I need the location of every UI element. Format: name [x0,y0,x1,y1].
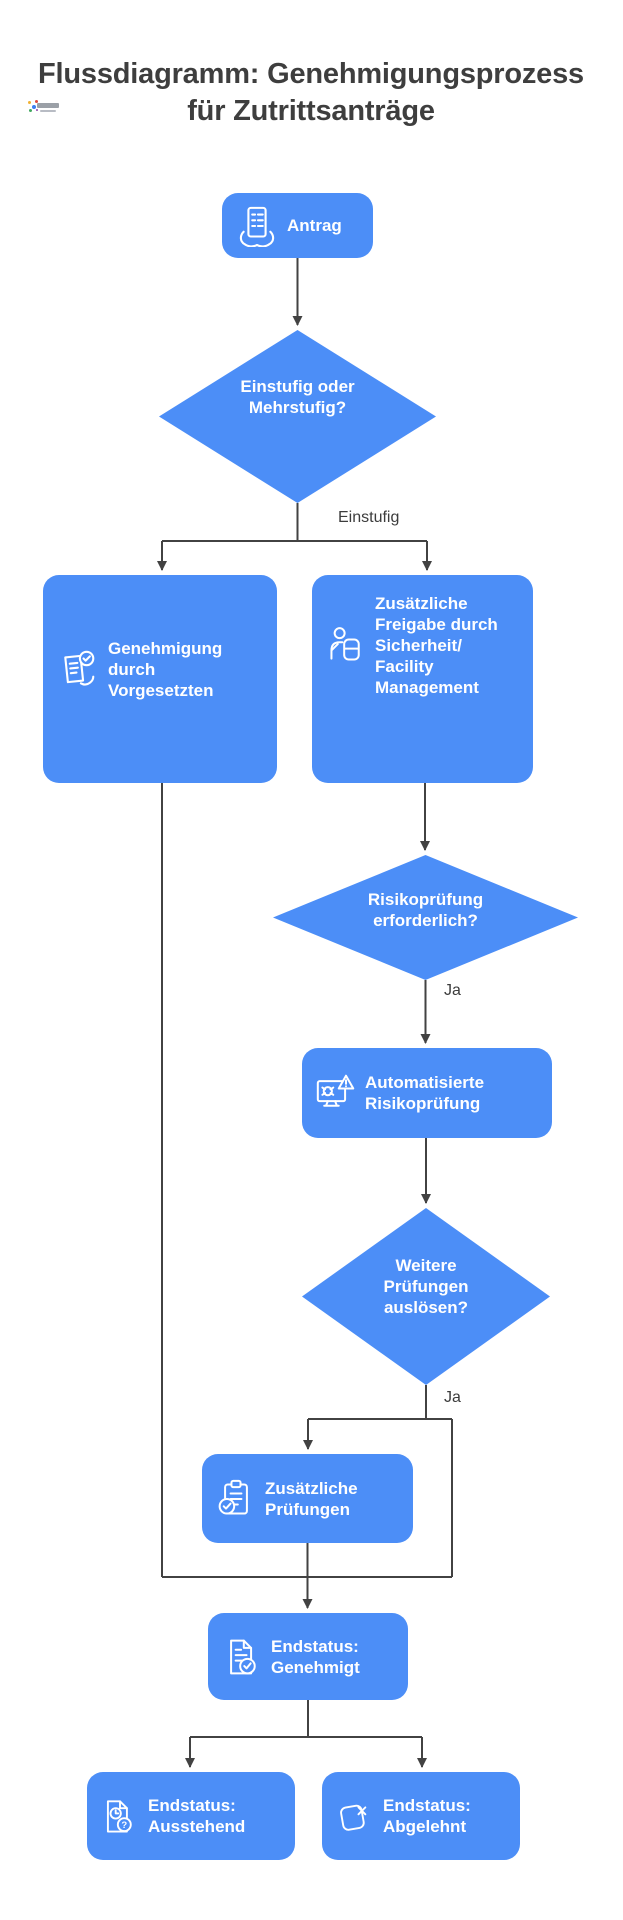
approval-document-hand-icon [57,648,99,690]
document-check-icon [222,1637,262,1677]
clipboard-checklist-icon [216,1479,256,1519]
page-title: Flussdiagramm: Genehmigungsprozess für Z… [38,58,584,127]
edge-label-einstufig: Einstufig [338,509,400,526]
node-zusaetzliche-pruefungen-label: Zusätzliche Prüfungen [265,1478,358,1519]
node-zusaetzliche-pruefungen: Zusätzliche Prüfungen [202,1454,413,1543]
node-genehmigung-vorgesetzte-label: Genehmigung durch Vorgesetzten [108,638,223,700]
edge-label-ja-weitere: Ja [444,1389,461,1406]
node-automatisierte-risikopruefung: Automatisierte Risikoprüfung [302,1048,552,1138]
node-freigabe-sicherheit: Zusätzliche Freigabe durch Sicherheit/ F… [312,575,533,783]
node-endstatus-abgelehnt-label: Endstatus: Abgelehnt [383,1796,471,1836]
node-endstatus-abgelehnt: Endstatus: Abgelehnt [322,1772,520,1860]
decision-weitere-pruefungen-label: Weitere Prüfungen auslösen? [383,1256,469,1317]
confetti-logo-watermark-icon [28,100,40,112]
edge-label-ja-risiko: Ja [444,982,461,999]
document-x-icon [336,1797,374,1835]
watermark-subtext-smudge [40,110,56,112]
monitor-bug-warning-icon [316,1073,356,1113]
node-endstatus-ausstehend: ? Endstatus: Ausstehend [87,1772,295,1860]
watermark-text-smudge [37,103,59,108]
node-genehmigung-vorgesetzte: Genehmigung durch Vorgesetzten [43,575,277,783]
node-antrag: Antrag [222,193,373,258]
node-antrag-label: Antrag [287,216,342,235]
decision-einstufig-label: Einstufig oder Mehrstufig? [240,376,355,417]
node-automatisierte-risikopruefung-label: Automatisierte Risikoprüfung [365,1073,485,1113]
svg-text:?: ? [121,1820,127,1831]
security-person-badge-icon [326,625,366,665]
document-clock-question-icon: ? [101,1797,139,1835]
watermark-logo [28,100,64,114]
node-endstatus-genehmigt: Endstatus: Genehmigt [208,1613,408,1700]
node-endstatus-ausstehend-label: Endstatus: Ausstehend [148,1796,246,1836]
hands-holding-document-icon [236,205,278,247]
node-endstatus-genehmigt-label: Endstatus: Genehmigt [271,1636,360,1677]
node-freigabe-sicherheit-label: Zusätzliche Freigabe durch Sicherheit/ F… [375,594,498,697]
decision-risikopruefung-label: Risikoprüfung erforderlich? [367,889,484,930]
